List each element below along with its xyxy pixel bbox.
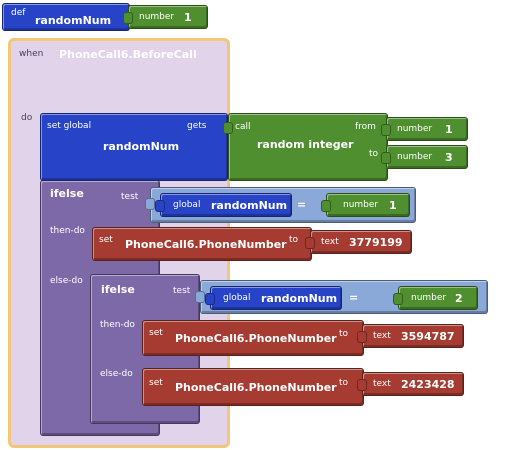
phone-text-block-1[interactable]: text 3779199 — [305, 230, 412, 254]
def-variable-name: randomNum — [35, 14, 112, 27]
from-label: from — [355, 122, 376, 132]
global-label: global — [173, 200, 201, 210]
ifelse-label: ifelse — [50, 187, 84, 200]
set-global-block[interactable]: set global randomNum gets — [40, 113, 228, 181]
set-label: set — [99, 235, 113, 245]
global-variable-name: randomNum — [103, 140, 180, 153]
def-variable-block[interactable]: def randomNum — [2, 3, 130, 31]
event-name: PhoneCall6.BeforeCall — [59, 48, 197, 61]
number-type-label: number — [139, 12, 175, 22]
then-do-label: then-do — [50, 226, 85, 236]
number-value: 1 — [184, 11, 192, 24]
component-property-label: PhoneCall6.PhoneNumber — [175, 381, 337, 394]
puzzle-connector — [145, 198, 155, 210]
set-phone-number-block-3[interactable]: set PhoneCall6.PhoneNumber to — [142, 368, 364, 406]
number-type-label: number — [411, 293, 447, 303]
test-label: test — [121, 192, 139, 202]
to-label: to — [289, 235, 299, 245]
compare-number-block-1[interactable]: number 1 — [321, 193, 410, 217]
test-label: test — [173, 286, 191, 296]
puzzle-connector — [357, 331, 367, 343]
def-keyword: def — [11, 8, 26, 18]
else-do-label: else-do — [100, 369, 133, 379]
global-variable-name: randomNum — [261, 292, 338, 305]
text-type-label: text — [373, 331, 391, 341]
ifelse-label: ifelse — [101, 283, 135, 296]
set-label: set — [149, 328, 163, 338]
set-phone-number-block-2[interactable]: set PhoneCall6.PhoneNumber to — [142, 320, 364, 356]
call-label: call — [235, 122, 251, 132]
phone-number-value: 3779199 — [349, 236, 403, 249]
puzzle-connector — [357, 379, 367, 391]
number-type-label: number — [397, 152, 433, 162]
random-integer-label: random integer — [257, 138, 354, 151]
text-type-label: text — [373, 379, 391, 389]
global-variable-name: randomNum — [211, 199, 288, 212]
phone-number-value: 2423428 — [401, 378, 455, 391]
to-number-block[interactable]: number 3 — [381, 145, 468, 169]
puzzle-connector — [381, 152, 391, 164]
to-label: to — [369, 149, 379, 159]
phone-text-block-2[interactable]: text 3594787 — [357, 324, 464, 348]
text-type-label: text — [321, 237, 339, 247]
when-keyword: when — [19, 49, 44, 59]
compare-number-value: 2 — [455, 292, 463, 305]
else-do-label: else-do — [50, 276, 83, 286]
set-global-label: set global — [47, 121, 92, 131]
def-number-block[interactable]: number 1 — [123, 5, 208, 29]
phone-number-value: 3594787 — [401, 330, 455, 343]
gets-label: gets — [187, 121, 207, 131]
equals-operator: = — [297, 198, 307, 211]
equals-operator: = — [349, 291, 359, 304]
puzzle-connector — [321, 200, 331, 212]
component-property-label: PhoneCall6.PhoneNumber — [125, 238, 287, 251]
do-keyword: do — [21, 113, 33, 123]
compare-number-block-2[interactable]: number 2 — [393, 286, 478, 310]
global-getter-block-2[interactable]: global randomNum — [205, 286, 342, 310]
component-property-label: PhoneCall6.PhoneNumber — [175, 332, 337, 345]
phone-text-block-3[interactable]: text 2423428 — [357, 372, 464, 396]
puzzle-connector — [195, 291, 205, 303]
from-number-value: 1 — [445, 123, 453, 136]
to-label: to — [339, 378, 349, 388]
global-label: global — [223, 293, 251, 303]
from-number-block[interactable]: number 1 — [381, 117, 468, 141]
puzzle-connector — [123, 12, 133, 24]
to-label: to — [339, 329, 349, 339]
puzzle-connector — [393, 293, 403, 305]
puzzle-connector — [205, 293, 215, 305]
to-number-value: 3 — [445, 151, 453, 164]
set-phone-number-block-1[interactable]: set PhoneCall6.PhoneNumber to — [92, 227, 312, 261]
set-label: set — [149, 378, 163, 388]
number-type-label: number — [343, 200, 379, 210]
number-type-label: number — [397, 124, 433, 134]
puzzle-connector — [223, 122, 233, 134]
puzzle-connector — [381, 124, 391, 136]
compare-number-value: 1 — [389, 199, 397, 212]
puzzle-connector — [155, 200, 165, 212]
puzzle-connector — [305, 237, 315, 249]
global-getter-block-1[interactable]: global randomNum — [155, 193, 292, 217]
then-do-label: then-do — [100, 320, 135, 330]
random-integer-block[interactable]: call random integer from to — [223, 113, 388, 181]
